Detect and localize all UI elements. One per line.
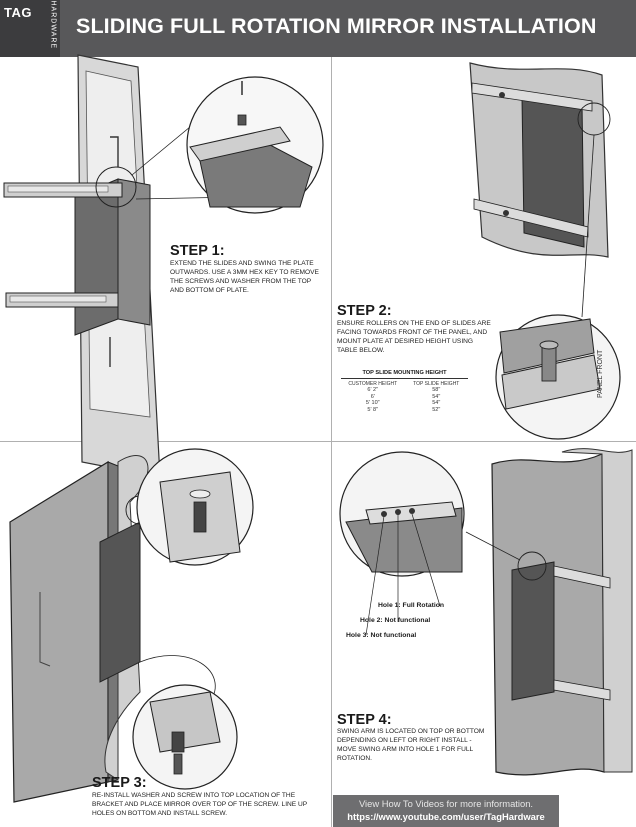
table-cell: 54" <box>432 400 441 406</box>
step3-text: Re-install washer and screw into top loc… <box>92 792 308 817</box>
hole-3-label: Hole 3: Not functional <box>346 632 417 639</box>
step2-illustration <box>469 62 621 440</box>
table-cell: 5' 8" <box>367 406 379 413</box>
table-header-slide: Top Slide Height <box>413 381 460 387</box>
panel-front-label: PANEL FRONT <box>597 349 604 398</box>
header-bar: TAG HARDWARE SLIDING FULL ROTATION MIRRO… <box>0 0 636 57</box>
logo-sub-text: HARDWARE <box>49 0 57 50</box>
table-row: 6' 54" <box>341 394 468 401</box>
step4-title: STEP 4: <box>337 712 392 728</box>
table-row: 5' 10" 54" <box>341 400 468 407</box>
step2-text: Ensure rollers on the end of slides are … <box>337 320 491 354</box>
step1-text: Extend the slides and swing the plate ou… <box>170 260 319 294</box>
logo-sub: HARDWARE <box>47 0 58 55</box>
hole-1-label: Hole 1: Full Rotation <box>378 602 445 609</box>
table-header-customer: Customer Height <box>348 381 398 387</box>
step1-title: STEP 1: <box>170 243 225 259</box>
table-row: 6' 2" 58" <box>341 387 468 394</box>
logo-main-text: TAG <box>4 5 32 20</box>
step3-illustration <box>9 448 254 803</box>
brand-logo: TAG HARDWARE <box>0 0 60 57</box>
table-cell: 5' 10" <box>365 400 380 406</box>
hole-2-label: Hole 2: Not functional <box>360 617 431 624</box>
divider-vertical <box>331 57 332 827</box>
step2-title: STEP 2: <box>337 303 392 319</box>
table-header-row: Customer Height Top Slide Height <box>341 381 468 387</box>
step4-text: Swing arm is located on top or bottom de… <box>337 728 485 762</box>
table-cell: 58" <box>432 387 441 393</box>
table-cell: 54" <box>432 393 441 400</box>
step4-illustration <box>339 448 633 776</box>
video-info-box: View How To Videos for more information.… <box>333 795 559 827</box>
table-title: TOP SLIDE MOUNTING HEIGHT <box>341 370 468 379</box>
video-info-text: View How To Videos for more information. <box>358 798 534 809</box>
youtube-link[interactable]: https://www.youtube.com/user/TagHardware <box>347 811 545 822</box>
divider-horizontal <box>0 441 636 442</box>
table-cell: 6' <box>370 393 375 400</box>
table-row: 5' 8" 52" <box>341 407 468 414</box>
step3-title: STEP 3: <box>92 775 147 791</box>
mounting-height-table: TOP SLIDE MOUNTING HEIGHT Customer Heigh… <box>341 370 468 413</box>
step1-illustration <box>3 54 324 478</box>
table-cell: 6' 2" <box>367 387 379 393</box>
page-title: SLIDING FULL ROTATION MIRROR INSTALLATIO… <box>76 14 597 38</box>
table-cell: 52" <box>432 406 441 413</box>
